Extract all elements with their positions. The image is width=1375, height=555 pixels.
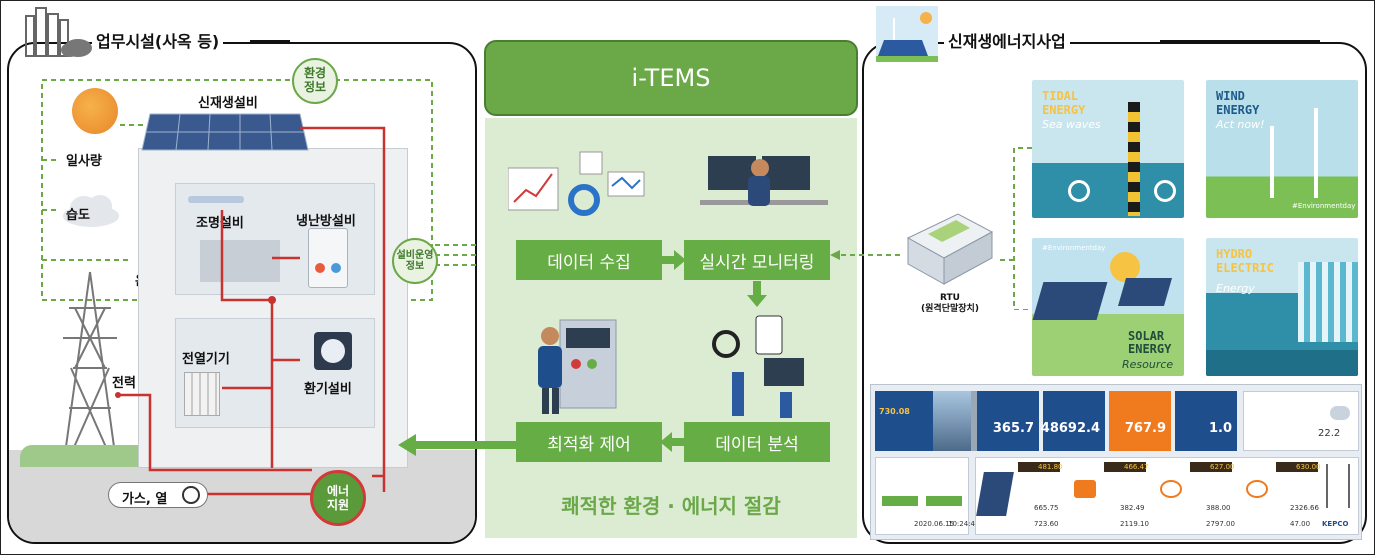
rtu-status-panel: 2020.06.15 10:24:41 — [875, 457, 979, 535]
solar-tag: #Environmentday — [1042, 244, 1106, 252]
flow-bar-3: 627.00 — [1190, 462, 1235, 472]
cloud-icon — [63, 195, 119, 227]
dashboard-tile-3: 767.9 — [1109, 391, 1171, 451]
arrow-left-icon — [660, 432, 686, 452]
ventilation-label: 환기설비 — [304, 382, 352, 397]
transformer-icon-1 — [1160, 480, 1182, 498]
flow-n2: 2119.10 — [1120, 520, 1149, 528]
temperature-value: 22.2 — [1318, 428, 1341, 439]
dashboard-tile-2: 48692.4 — [1041, 391, 1105, 451]
rtu-dashed-lines — [996, 147, 1032, 310]
wind-tag: #Environmentday — [1292, 202, 1356, 210]
flow-bar-2: 466.47 — [1104, 462, 1149, 472]
flow-bar-1: 481.80 — [1018, 462, 1063, 472]
dashboard-date: 2020.06.15 — [914, 520, 955, 528]
lighting-label: 조명설비 — [196, 216, 244, 231]
office-panel-title: 업무시설(사옥 등) — [92, 28, 224, 52]
transformer-icon-2 — [1246, 480, 1268, 498]
title-line-right — [1160, 40, 1320, 42]
energy-supply-lines — [115, 126, 386, 496]
solar-facility-label: 신재생설비 — [198, 96, 258, 111]
rtu-to-monitoring-line — [830, 250, 900, 260]
dashboard-time: 10:24:41 — [948, 520, 980, 528]
rtu-label: RTU (원격단말장치) — [921, 293, 979, 314]
dashboard-tile-4: 1.0 — [1175, 391, 1237, 451]
rtu-device-icon — [906, 213, 994, 285]
fan-icon — [314, 332, 352, 370]
solar-panel-icon — [141, 113, 309, 151]
office-building-icon — [25, 7, 92, 57]
tems-slogan: 쾌적한 환경 · 에너지 절감 — [561, 494, 781, 518]
solar-subtitle: Resource — [1122, 358, 1174, 371]
sunlight-label: 일사량 — [66, 154, 102, 169]
renewable-icon — [876, 6, 938, 62]
radiator-icon — [184, 372, 220, 416]
control-output-arrow — [398, 434, 516, 456]
gauge-icon — [182, 486, 200, 504]
gas-heat-label: 가스, 열 — [122, 492, 168, 507]
power-label: 전력 — [112, 376, 136, 391]
pv-module-icon — [976, 472, 1014, 516]
step-optimization-control: 최적화 제어 — [516, 422, 662, 462]
power-tower-icon — [63, 271, 117, 455]
sun-icon — [72, 88, 118, 134]
step-realtime-monitoring: 실시간 모니터링 — [684, 240, 830, 280]
tems-title: i-TEMS — [484, 40, 858, 116]
arrow-right-icon — [660, 250, 686, 270]
kepco-logo: KEPCO — [1322, 520, 1349, 528]
power-flow-panel: 481.80 466.47 627.00 630.00 665.75 382.4… — [975, 457, 1359, 535]
operator-monitor-icon — [700, 156, 828, 206]
solar-array-photo — [933, 391, 971, 451]
weather-cloud-icon — [1330, 406, 1350, 420]
flow-m1: 665.75 — [1034, 504, 1059, 512]
dashboard-tile-1: 365.7 — [977, 391, 1039, 451]
lighting-icon — [188, 196, 244, 203]
monitoring-dashboard: 730.08 365.7 48692.4 767.9 1.0 22.2 2020… — [870, 384, 1362, 540]
flow-m4: 2326.66 — [1290, 504, 1319, 512]
analysis-devices-icon — [712, 315, 804, 418]
status-button-1 — [882, 496, 918, 506]
flow-n1: 723.60 — [1034, 520, 1059, 528]
flow-m2: 382.49 — [1120, 504, 1145, 512]
renewable-panel-title: 신재생에너지사업 — [944, 28, 1070, 52]
step-data-collection: 데이터 수집 — [516, 240, 662, 280]
office-desk-icon — [200, 240, 280, 282]
flow-n4: 47.00 — [1290, 520, 1311, 528]
arrow-down-icon — [747, 281, 767, 307]
status-button-2 — [926, 496, 962, 506]
heating-device-label: 전열기기 — [182, 352, 230, 367]
air-conditioner-icon — [308, 228, 348, 288]
dashboard-photo-divider — [971, 391, 977, 451]
flow-bar-4: 630.00 — [1276, 462, 1321, 472]
hvac-label: 냉난방설비 — [296, 214, 356, 229]
flow-n3: 2797.00 — [1206, 520, 1235, 528]
weather-panel: 22.2 — [1243, 391, 1359, 451]
inverter-icon — [1074, 480, 1096, 498]
pylon-icon — [1326, 464, 1350, 508]
side-value: 730.08 — [879, 407, 910, 416]
control-panel-operator-icon — [538, 319, 617, 414]
title-line — [250, 40, 290, 42]
tidal-subtitle: Sea waves — [1042, 118, 1101, 131]
flow-m3: 388.00 — [1206, 504, 1231, 512]
data-charts-icon — [508, 151, 645, 216]
step-data-analysis: 데이터 분석 — [684, 422, 830, 462]
hydro-subtitle: Energy — [1216, 282, 1255, 295]
humidity-label: 습도 — [66, 208, 90, 223]
wind-subtitle: Act now! — [1216, 118, 1265, 131]
